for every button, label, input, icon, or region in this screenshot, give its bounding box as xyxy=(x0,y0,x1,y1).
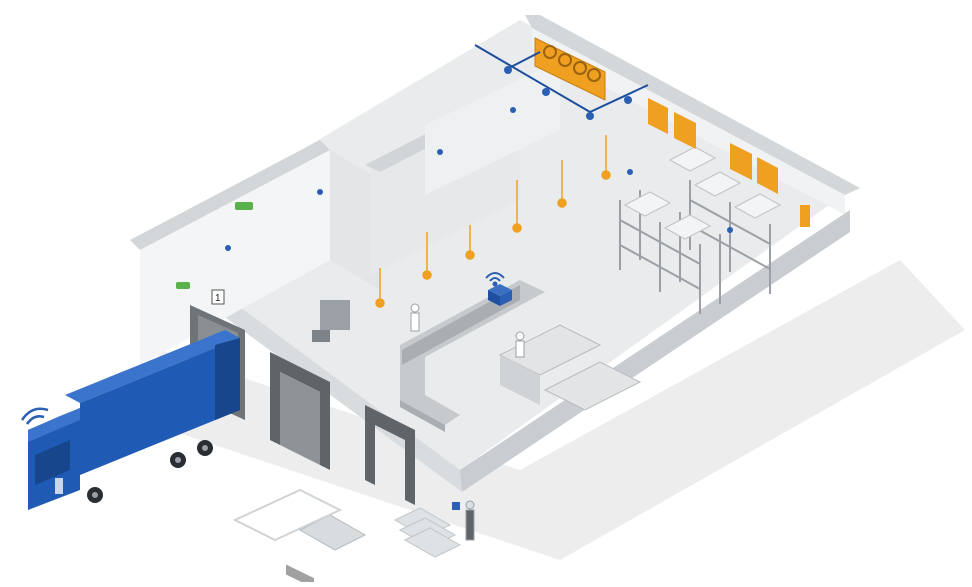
inner-wall-block-b xyxy=(425,60,560,195)
hanging-lamps xyxy=(375,135,611,308)
delivery-truck xyxy=(28,330,240,510)
security-gate-2 xyxy=(365,405,415,505)
packing-stations xyxy=(498,324,642,411)
door-sensor-icon xyxy=(452,502,460,510)
wifi-signal-icon xyxy=(485,272,505,287)
back-wall-right xyxy=(525,15,860,195)
entry-stairs xyxy=(393,507,462,558)
left-room-wall-face xyxy=(140,150,330,365)
security-camera-icon xyxy=(176,202,253,289)
orange-cooling-units xyxy=(534,37,810,227)
front-wall-right xyxy=(460,210,850,492)
dock-number: 1 xyxy=(215,293,221,304)
conveyor-line xyxy=(400,280,545,432)
ceiling-sensor-icon xyxy=(225,66,733,251)
worker-figures xyxy=(410,303,525,541)
ground-shadow xyxy=(140,260,965,560)
smart-package xyxy=(488,284,512,306)
dock-number-sign xyxy=(211,289,225,305)
truck-wifi-icon xyxy=(20,407,49,425)
floor-markings xyxy=(232,488,343,542)
forklift xyxy=(312,300,350,342)
left-room-side-wall xyxy=(330,150,380,290)
pallet xyxy=(298,514,367,551)
storage-racks xyxy=(619,180,771,314)
left-room-wall-back xyxy=(130,140,330,250)
rack-boxes xyxy=(623,146,782,240)
